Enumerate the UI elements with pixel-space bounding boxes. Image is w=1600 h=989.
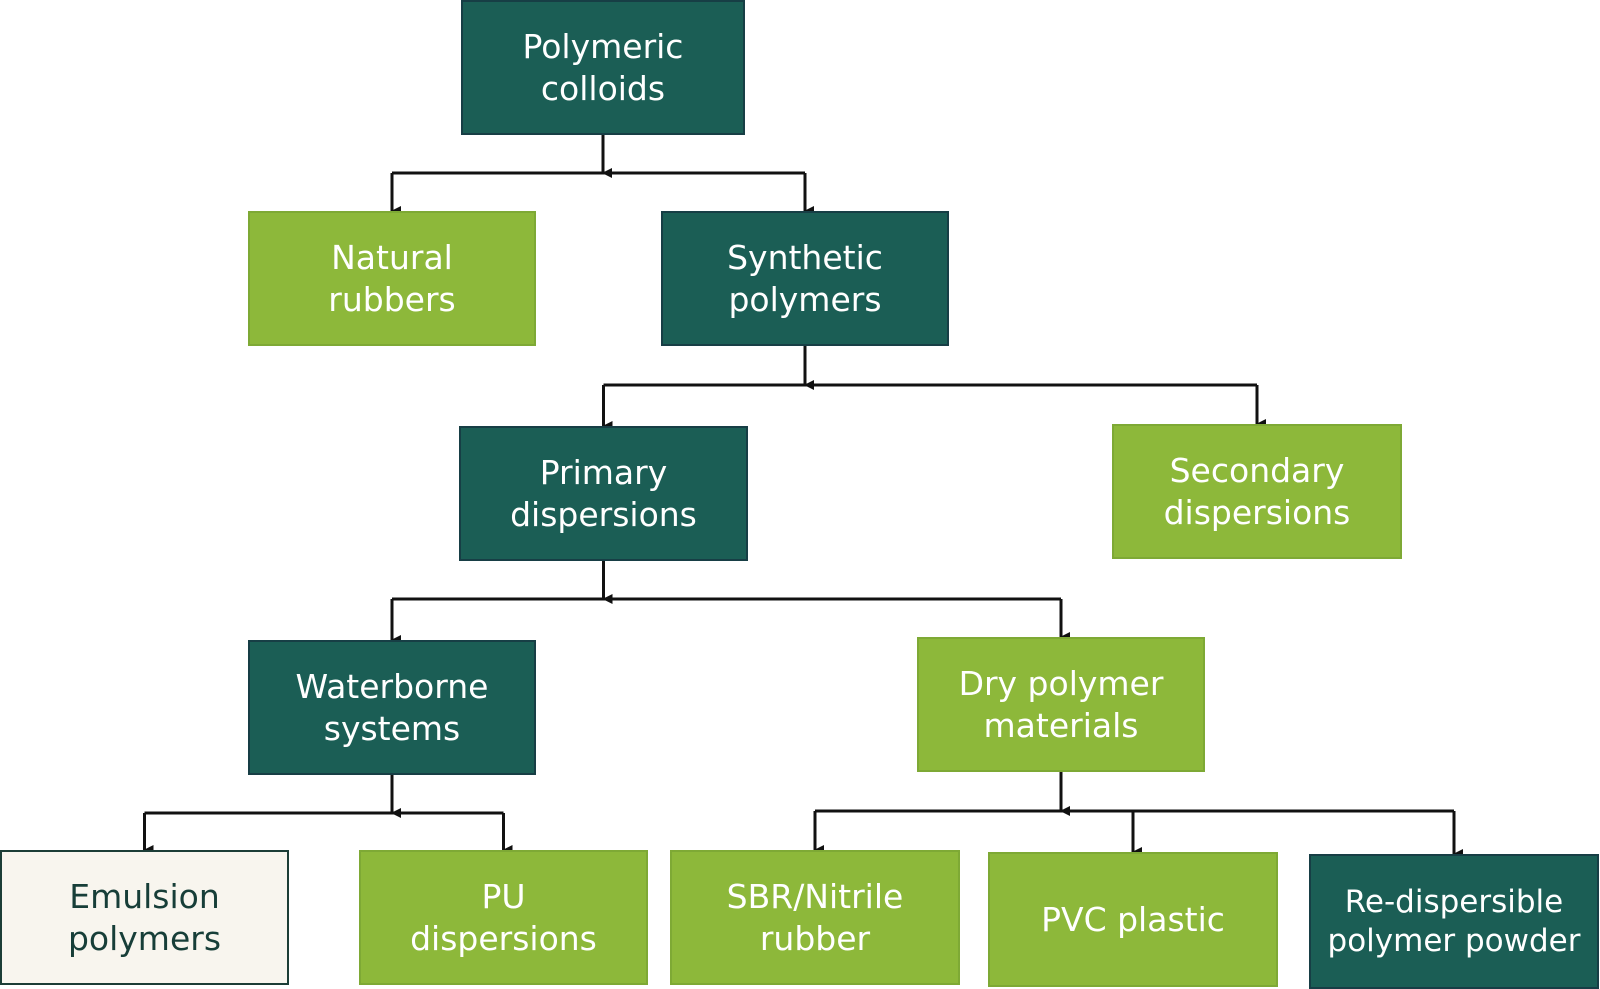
node-label: Polymeric colloids — [522, 27, 684, 108]
node-redispersible-polymer-powder: Re-dispersible polymer powder — [1309, 854, 1599, 989]
node-primary-dispersions: Primary dispersions — [459, 426, 748, 561]
node-natural-rubbers: Natural rubbers — [248, 211, 536, 346]
node-secondary-dispersions: Secondary dispersions — [1112, 424, 1402, 559]
node-synthetic-polymers: Synthetic polymers — [661, 211, 949, 346]
node-label: Secondary dispersions — [1163, 451, 1351, 532]
node-label: PU dispersions — [410, 877, 597, 958]
node-dry-polymer-materials: Dry polymer materials — [917, 637, 1205, 772]
node-label: Emulsion polymers — [67, 877, 222, 958]
node-label: Synthetic polymers — [727, 238, 883, 319]
node-pu-dispersions: PU dispersions — [359, 850, 648, 985]
node-label: Waterborne systems — [295, 667, 489, 748]
node-waterborne-systems: Waterborne systems — [248, 640, 536, 775]
node-emulsion-polymers: Emulsion polymers — [0, 850, 289, 985]
node-label: Dry polymer materials — [958, 664, 1164, 745]
node-pvc-plastic: PVC plastic — [988, 852, 1278, 987]
node-label: Re-dispersible polymer powder — [1327, 883, 1581, 959]
node-polymeric-colloids: Polymeric colloids — [461, 0, 745, 135]
node-sbr-nitrile-rubber: SBR/Nitrile rubber — [670, 850, 960, 985]
node-label: Primary dispersions — [510, 453, 697, 534]
node-label: SBR/Nitrile rubber — [726, 877, 904, 958]
node-label: Natural rubbers — [328, 238, 456, 319]
node-label: PVC plastic — [1041, 899, 1225, 939]
